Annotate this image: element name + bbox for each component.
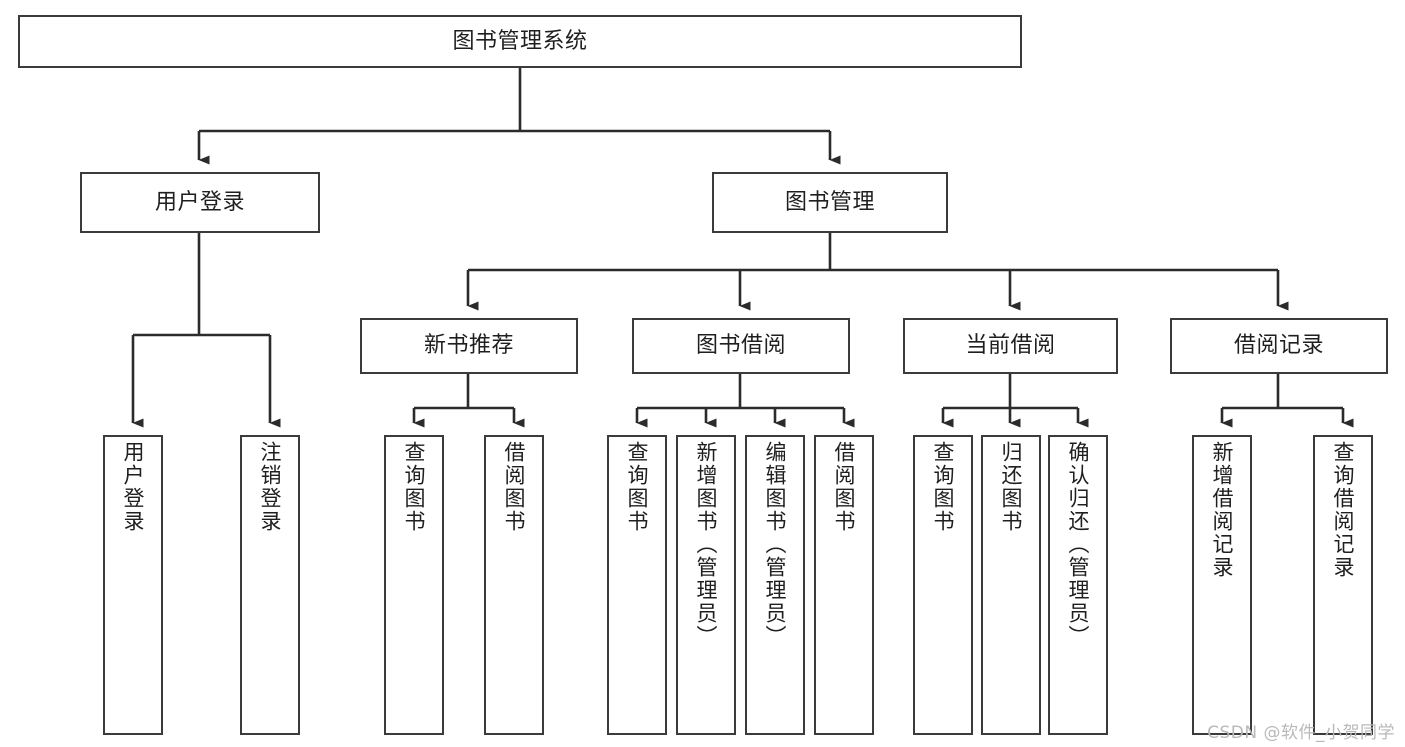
node-leaf-query-book-1[interactable]: 查询图书: [384, 435, 444, 735]
node-book-borrow[interactable]: 图书借阅: [632, 318, 850, 374]
node-leaf-edit-book[interactable]: 编辑图书（管理员）: [745, 435, 805, 735]
node-label: 查询图书: [402, 441, 427, 533]
node-label: 用户登录: [154, 189, 245, 215]
node-label: 用户登录: [121, 441, 146, 533]
node-leaf-add-book[interactable]: 新增图书（管理员）: [676, 435, 736, 735]
node-book-management[interactable]: 图书管理: [712, 172, 948, 233]
node-leaf-borrow-book-2[interactable]: 借阅图书: [814, 435, 874, 735]
node-label: 查询图书: [625, 441, 650, 533]
node-leaf-return-book[interactable]: 归还图书: [981, 435, 1041, 735]
node-label: 新增图书（管理员）: [694, 441, 719, 648]
node-new-book-recommend[interactable]: 新书推荐: [360, 318, 578, 374]
node-borrow-record[interactable]: 借阅记录: [1170, 318, 1388, 374]
node-label: 新书推荐: [423, 333, 514, 359]
node-leaf-borrow-book-1[interactable]: 借阅图书: [484, 435, 544, 735]
node-label: 借阅记录: [1233, 333, 1324, 359]
node-user-login[interactable]: 用户登录: [80, 172, 320, 233]
node-leaf-query-book-3[interactable]: 查询图书: [913, 435, 973, 735]
node-label: 查询借阅记录: [1331, 441, 1356, 579]
node-label: 借阅图书: [502, 441, 527, 533]
node-leaf-user-logout[interactable]: 注销登录: [240, 435, 300, 735]
node-current-borrow[interactable]: 当前借阅: [903, 318, 1118, 374]
node-label: 确认归还（管理员）: [1066, 441, 1091, 648]
node-label: 归还图书: [999, 441, 1024, 533]
csdn-watermark: CSDN @软件_小贺同学: [1207, 723, 1395, 743]
node-label: 图书借阅: [695, 333, 786, 359]
node-leaf-query-record[interactable]: 查询借阅记录: [1313, 435, 1373, 735]
node-leaf-user-login[interactable]: 用户登录: [103, 435, 163, 735]
node-leaf-query-book-2[interactable]: 查询图书: [607, 435, 667, 735]
node-label: 当前借阅: [965, 333, 1056, 359]
node-label: 编辑图书（管理员）: [763, 441, 788, 648]
node-label: 注销登录: [258, 441, 283, 533]
node-label: 查询图书: [931, 441, 956, 533]
node-label: 图书管理: [784, 189, 875, 215]
node-label: 新增借阅记录: [1210, 441, 1235, 579]
node-root-system[interactable]: 图书管理系统: [18, 15, 1022, 68]
node-label: 借阅图书: [832, 441, 857, 533]
node-leaf-add-record[interactable]: 新增借阅记录: [1192, 435, 1252, 735]
node-leaf-confirm-return[interactable]: 确认归还（管理员）: [1048, 435, 1108, 735]
node-label: 图书管理系统: [452, 28, 588, 54]
